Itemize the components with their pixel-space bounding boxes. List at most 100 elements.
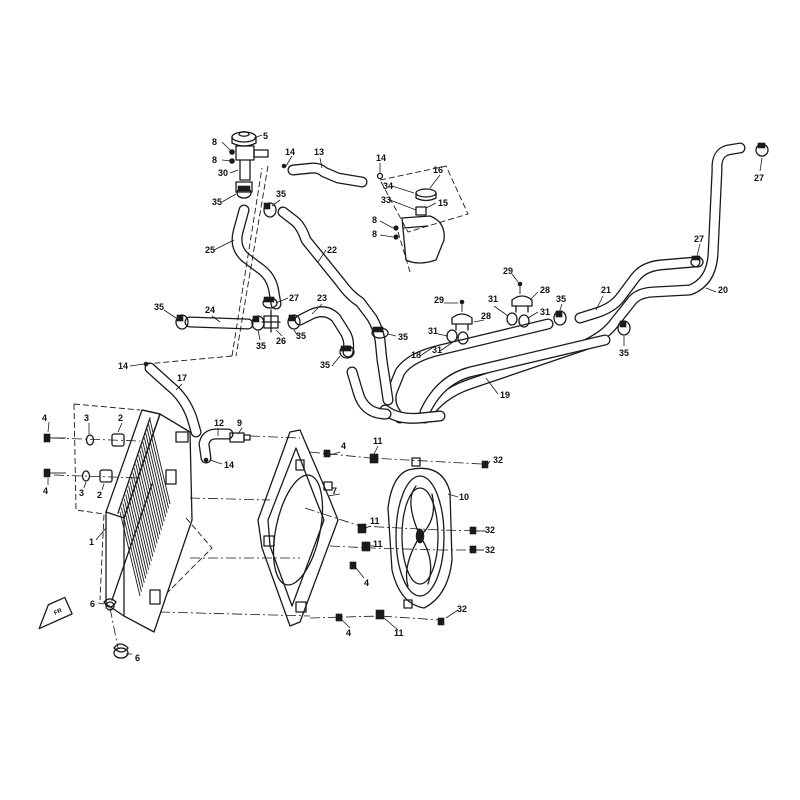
callout-10: 10 bbox=[459, 492, 469, 502]
callout-6-b: 6 bbox=[135, 653, 140, 663]
bolt-32-a bbox=[481, 460, 489, 469]
callout-26: 26 bbox=[276, 336, 286, 346]
callout-31-c: 31 bbox=[428, 326, 438, 336]
leader-line bbox=[365, 525, 371, 529]
callout-31-a: 31 bbox=[488, 294, 498, 304]
callout-8-d: 8 bbox=[372, 229, 377, 239]
callout-2-a: 2 bbox=[118, 413, 123, 423]
callout-leaders bbox=[47, 134, 763, 655]
radiator-fin-line bbox=[129, 481, 151, 566]
front-direction-arrow: FR bbox=[38, 596, 73, 630]
bolt-32-b bbox=[469, 526, 477, 535]
callout-11-d: 11 bbox=[394, 628, 404, 638]
callout-31-b: 31 bbox=[540, 307, 550, 317]
callout-27-c: 27 bbox=[754, 173, 764, 183]
hose-25 bbox=[231, 204, 282, 310]
clamp-35-a bbox=[236, 185, 252, 199]
radiator-fin-line bbox=[140, 446, 162, 531]
hose-13 bbox=[287, 162, 368, 188]
radiator-fin-line bbox=[126, 489, 148, 575]
callout-14-d: 14 bbox=[224, 460, 234, 470]
hose-20-right-long bbox=[419, 142, 746, 424]
leader-line bbox=[383, 617, 399, 631]
leader-line bbox=[275, 297, 289, 304]
radiator-fin-line bbox=[136, 459, 158, 544]
leader-line bbox=[275, 329, 283, 337]
leader-line bbox=[83, 481, 87, 489]
leader-line bbox=[319, 157, 323, 169]
leader-line bbox=[389, 199, 417, 211]
bolt-32-c bbox=[469, 545, 477, 554]
radiator-fin-line bbox=[128, 485, 150, 570]
leader-line bbox=[237, 427, 243, 435]
callout-17: 17 bbox=[177, 373, 187, 383]
callout-35-h: 35 bbox=[556, 294, 566, 304]
callout-2-b: 2 bbox=[97, 490, 102, 500]
radiator-fin-line bbox=[123, 498, 145, 583]
leader-line bbox=[285, 155, 293, 167]
leader-line bbox=[379, 220, 394, 229]
hose-21 bbox=[574, 256, 701, 324]
nut-11-d bbox=[375, 609, 385, 620]
leader-line bbox=[271, 199, 281, 207]
callout-8-a: 8 bbox=[212, 137, 217, 147]
callout-30: 30 bbox=[218, 168, 228, 178]
nut-11-a bbox=[369, 453, 379, 464]
bolt-4-b bbox=[43, 468, 66, 478]
callout-labels: 5 8 8 30 14 13 14 16 34 15 33 8 8 35 35 … bbox=[42, 131, 764, 663]
bolt-29-a bbox=[517, 281, 523, 294]
leader-line bbox=[213, 239, 235, 251]
callout-28-a: 28 bbox=[540, 285, 550, 295]
fitting-14-a bbox=[281, 163, 287, 169]
callout-5: 5 bbox=[263, 131, 268, 141]
leader-line bbox=[329, 451, 341, 456]
clamp-35-i bbox=[617, 320, 631, 336]
leader-line bbox=[47, 421, 50, 433]
callout-13: 13 bbox=[314, 147, 324, 157]
radiator-fin-line bbox=[132, 472, 154, 557]
t-joint-26 bbox=[261, 309, 281, 333]
callout-21: 21 bbox=[601, 285, 611, 295]
fitting-9-nipple bbox=[229, 432, 251, 443]
leader-line bbox=[95, 527, 107, 541]
callout-4-d: 4 bbox=[364, 578, 369, 588]
callout-11-a: 11 bbox=[373, 436, 383, 446]
leader-line bbox=[387, 333, 397, 337]
radiator-fin-line bbox=[135, 463, 157, 548]
callout-3-b: 3 bbox=[79, 488, 84, 498]
callout-35-a: 35 bbox=[212, 197, 222, 207]
leader-line bbox=[437, 333, 449, 337]
leader-line bbox=[391, 185, 415, 194]
callout-14-b: 14 bbox=[376, 153, 386, 163]
radiator-fin-line bbox=[122, 503, 144, 588]
bolt-4-e bbox=[335, 613, 343, 622]
radiator-fin-line bbox=[138, 454, 160, 540]
radiator-fin-line bbox=[148, 424, 170, 509]
callout-23: 23 bbox=[317, 293, 327, 303]
leader-line bbox=[221, 159, 233, 162]
radiator-fin-line bbox=[146, 428, 168, 513]
callout-35-c: 35 bbox=[154, 302, 164, 312]
leader-line bbox=[373, 445, 379, 455]
radiator-fin-line bbox=[130, 476, 152, 562]
hose-y-joint bbox=[346, 366, 446, 424]
callout-29-b: 29 bbox=[434, 295, 444, 305]
callout-18: 18 bbox=[411, 350, 421, 360]
assembly-lines bbox=[53, 165, 487, 649]
bushing-2-b bbox=[99, 469, 113, 483]
callout-35-e: 35 bbox=[296, 331, 306, 341]
clamp-35-h bbox=[553, 310, 567, 326]
callout-15: 15 bbox=[438, 198, 448, 208]
washer-3-b bbox=[81, 470, 91, 482]
callout-14-a: 14 bbox=[285, 147, 295, 157]
clamp-35-f bbox=[371, 326, 389, 339]
bolt-4-d bbox=[349, 561, 357, 570]
callout-1: 1 bbox=[89, 537, 94, 547]
leader-line bbox=[317, 249, 327, 263]
callout-25: 25 bbox=[205, 245, 215, 255]
callout-35-d: 35 bbox=[256, 341, 266, 351]
callout-9: 9 bbox=[237, 418, 242, 428]
callout-22: 22 bbox=[327, 245, 337, 255]
leader-line bbox=[429, 174, 441, 189]
leader-line bbox=[559, 303, 563, 311]
